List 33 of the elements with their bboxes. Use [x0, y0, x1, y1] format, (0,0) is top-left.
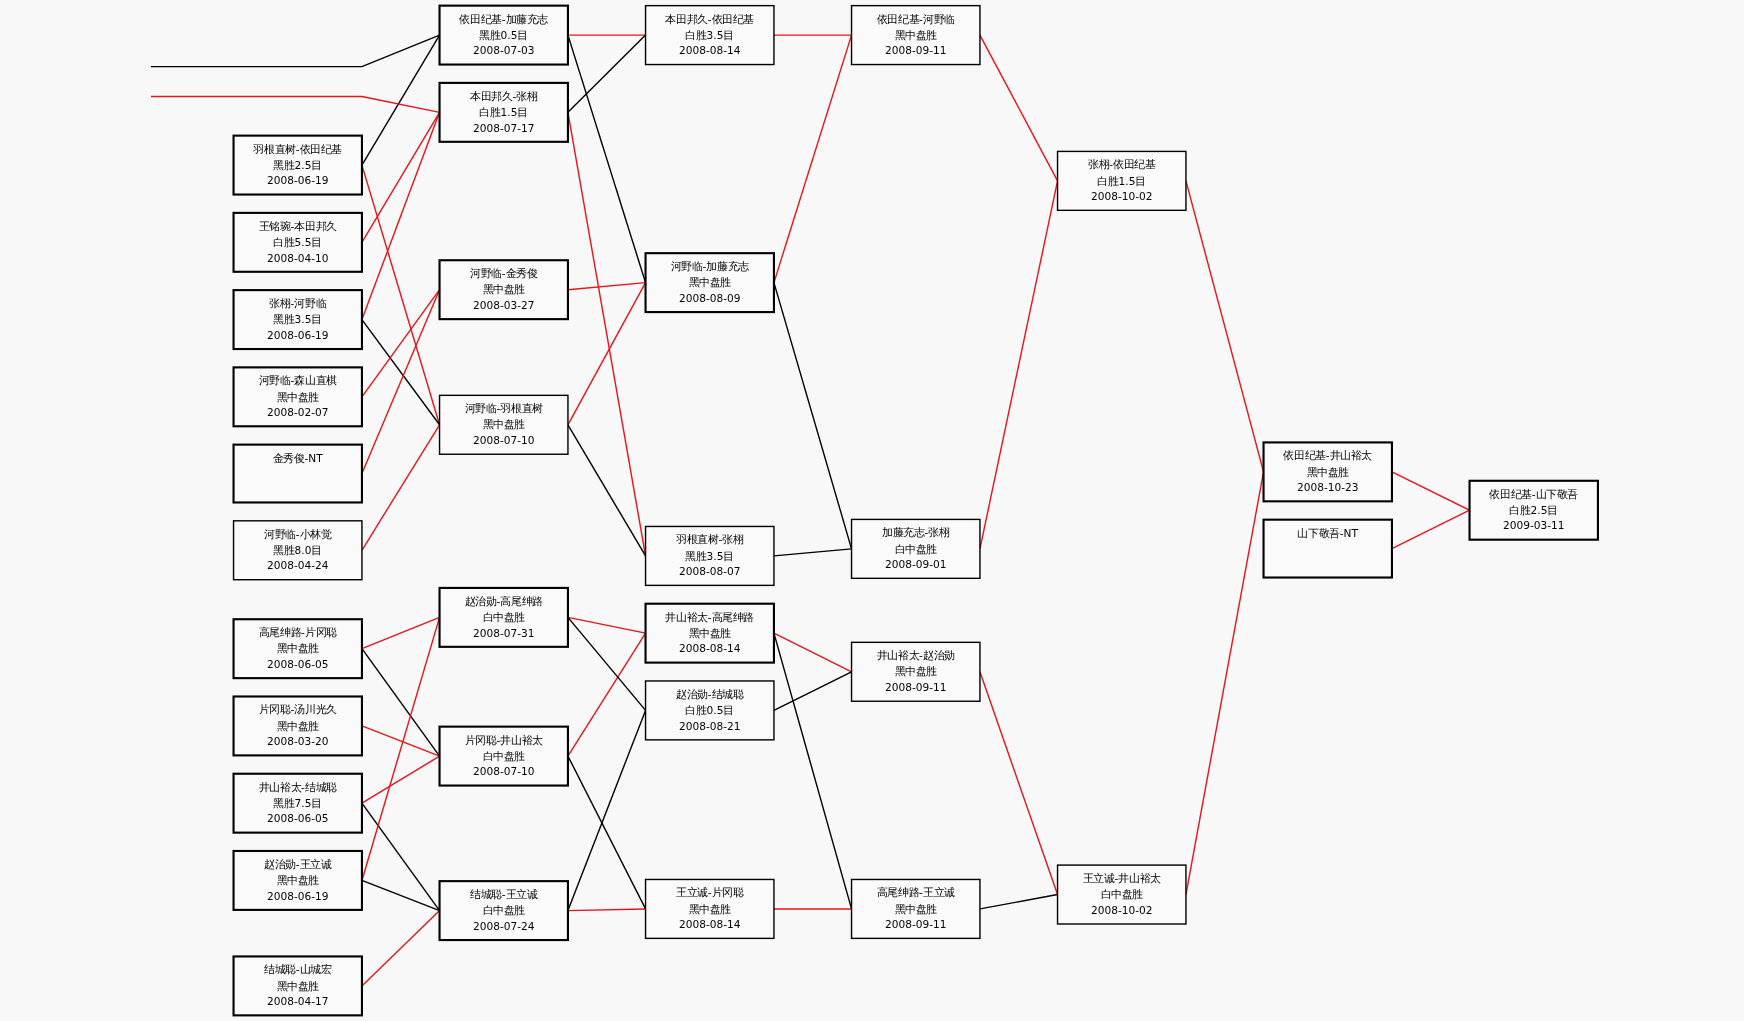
node-box: 依田纪基-井山裕太 黑中盘胜 2008-10-23 [1262, 441, 1393, 503]
node-box: 王立诚-片冈聪 黑中盘胜 2008-08-14 [644, 878, 775, 940]
node-box: 河野临-森山直棋 黑中盘胜 2008-02-07 [232, 366, 363, 428]
node-box: 本田邦久-张栩 白胜1.5目 2008-07-17 [438, 81, 569, 143]
node-box: 赵治勋-结城聪 白胜0.5目 2008-08-21 [644, 680, 775, 741]
node-box: 依田纪基-河野临 黑中盘胜 2008-09-11 [850, 4, 981, 66]
node-box: 河野临-加藤充志 黑中盘胜 2008-08-09 [644, 252, 775, 314]
node-box: 井山裕太-赵治勋 黑中盘胜 2008-09-11 [850, 641, 981, 702]
node-box: 井山裕太-结城聪 黑胜7.5目 2008-06-05 [232, 772, 363, 834]
node-box: 片冈聪-汤川光久 黑中盘胜 2008-03-20 [232, 695, 363, 757]
node-box: 张栩-依田纪基 白胜1.5目 2008-10-02 [1056, 150, 1187, 212]
node-box: 羽根直树-依田纪基 黑胜2.5目 2008-06-19 [232, 134, 363, 196]
node-box: 高尾绅路-王立诚 黑中盘胜 2008-09-11 [850, 878, 981, 940]
node-box: 王铭琬-本田邦久 白胜5.5目 2008-04-10 [232, 211, 363, 273]
node-box: 赵治勋-王立诚 黑中盘胜 2008-06-19 [232, 849, 363, 911]
node-box: 王立诚-井山裕太 白中盘胜 2008-10-02 [1056, 864, 1187, 925]
node-box: 赵治勋-高尾绅路 白中盘胜 2008-07-31 [438, 586, 569, 648]
node-box: 羽根直树-张栩 黑胜3.5目 2008-08-07 [644, 525, 775, 587]
node-box: 河野临-金秀俊 黑中盘胜 2008-03-27 [438, 259, 569, 321]
node-box: 山下敬吾-NT [1262, 518, 1393, 579]
node-box: 结城聪-王立诚 白中盘胜 2008-07-24 [438, 880, 569, 942]
node-box: 河野临-羽根直树 黑中盘胜 2008-07-10 [438, 394, 569, 455]
node-box: 高尾绅路-片冈聪 黑中盘胜 2008-06-05 [232, 618, 363, 680]
node-box: 金秀俊-NT [232, 443, 363, 504]
node-box: 依田纪基-加藤充志 黑胜0.5目 2008-07-03 [438, 4, 569, 66]
node-box: 井山裕太-高尾绅路 黑中盘胜 2008-08-14 [644, 602, 775, 664]
node-box: 本田邦久-依田纪基 白胜3.5目 2008-08-14 [644, 4, 775, 66]
node-box: 河野临-小林觉 黑胜8.0目 2008-04-24 [232, 520, 363, 581]
node-box: 片冈聪-井山裕太 白中盘胜 2008-07-10 [438, 725, 569, 787]
node-box: 依田纪基-山下敬吾 白胜2.5目 2009-03-11 [1468, 479, 1599, 541]
node-box: 结城聪-山城宏 黑中盘胜 2008-04-17 [232, 955, 363, 1017]
node-box: 加藤充志-张栩 白中盘胜 2008-09-01 [850, 518, 981, 579]
node-box: 张栩-河野临 黑胜3.5目 2008-06-19 [232, 289, 363, 351]
